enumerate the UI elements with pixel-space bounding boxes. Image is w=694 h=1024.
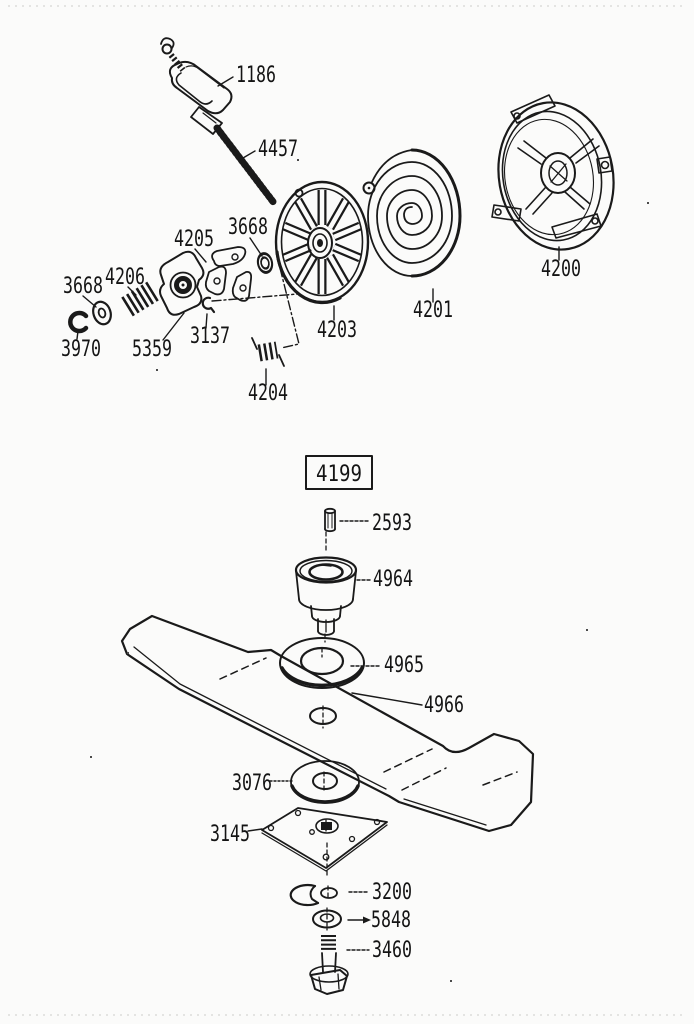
part-label-5848: 5848 [371,908,411,933]
pulley-hub [307,227,333,259]
part-label-4203: 4203 [317,318,357,343]
part-label-4205: 4205 [174,227,214,252]
bolt-hex-head [310,969,348,995]
handle-grip-outline [168,60,233,115]
part-label-4457: 4457 [258,137,298,162]
pawl-set-drawing [204,246,253,302]
housing-drawing [491,94,615,251]
starter-cam-drawing [159,250,205,316]
pulley-drawing [274,180,370,305]
assembly-number-box [305,455,373,490]
housing-lug-left [491,204,522,222]
part-label-3970: 3970 [61,337,101,362]
part-label-4201: 4201 [413,298,453,323]
blade-cutting-edge [133,646,387,790]
rope-ferrule [190,106,223,135]
washer-upper-drawing [279,637,365,689]
part-labels: 1186 4457 3668 4205 4206 3668 3970 5359 … [61,63,581,963]
retaining-ring-drawing [68,310,89,334]
spring-eyelet [362,181,376,195]
starter-rope-drawing [213,124,278,207]
housing-lug-bottom [551,213,602,239]
housing-tab-right [596,156,613,174]
blade-fold-lines [219,657,518,791]
blade-center-hole [309,707,337,725]
ferrule-line [202,112,217,124]
part-label-4200: 4200 [541,257,581,282]
washer-left-drawing [92,300,112,326]
housing-lug-top [510,94,556,124]
bolt-drawing [309,935,349,995]
scan-speckles [90,159,649,982]
part-label-1186: 1186 [236,63,276,88]
handle-grip-inner-line [185,65,225,89]
scan-border [8,5,686,1016]
part-label-3076: 3076 [232,771,272,796]
leader-lines [76,76,560,951]
rope-hole [294,188,304,198]
mount-plate-drawing [261,807,388,872]
housing-hub [540,152,576,194]
starter-handle-drawing [160,37,233,135]
pulley-rim-inner [280,187,364,297]
part-label-3137: 3137 [190,324,230,349]
cone-spring-drawing [121,281,159,317]
pulley-rim-shadow [275,250,342,305]
plate-center-hole [315,818,339,834]
clip-drawing [201,296,216,314]
pin-drawing [324,507,336,533]
part-label-4964: 4964 [373,567,413,592]
spiral-outer-end [371,149,413,183]
washer-lower-drawing [290,760,360,804]
blade-drawing [120,614,535,833]
pawl-spring-drawing [251,337,285,367]
assembly-axis-lines [211,267,300,349]
part-label-4206: 4206 [105,265,145,290]
blade-adapter-drawing [294,556,358,636]
arrowhead [363,916,371,924]
flat-washer-drawing [312,909,342,929]
part-label-5359: 5359 [132,337,172,362]
housing-cross-straps [517,138,600,215]
part-label-4966: 4966 [424,693,464,718]
spiral-outer-bold [410,148,462,278]
part-label-3145: 3145 [210,822,250,847]
part-label-3668-a: 3668 [228,215,268,240]
bolt-flange [309,965,349,983]
part-label-3200: 3200 [372,880,412,905]
part-label-4199: 4199 [316,462,362,487]
part-label-3668-b: 3668 [63,274,103,299]
rope-knot [161,43,173,55]
handle-grip-opening [175,72,213,105]
housing-outer-rim [497,101,615,251]
part-label-4204: 4204 [248,381,288,406]
small-parts-cluster [68,246,285,367]
blade-outline [120,614,535,833]
lock-washer-drawing [289,883,338,907]
part-label-2593: 2593 [372,511,412,536]
rope-knot-pigtail [160,37,175,49]
part-label-4965: 4965 [384,653,424,678]
part-label-3460: 3460 [372,938,412,963]
spiral-coil [367,149,461,277]
rope-upper-segment [168,53,186,72]
recoil-spring-drawing [362,148,462,278]
